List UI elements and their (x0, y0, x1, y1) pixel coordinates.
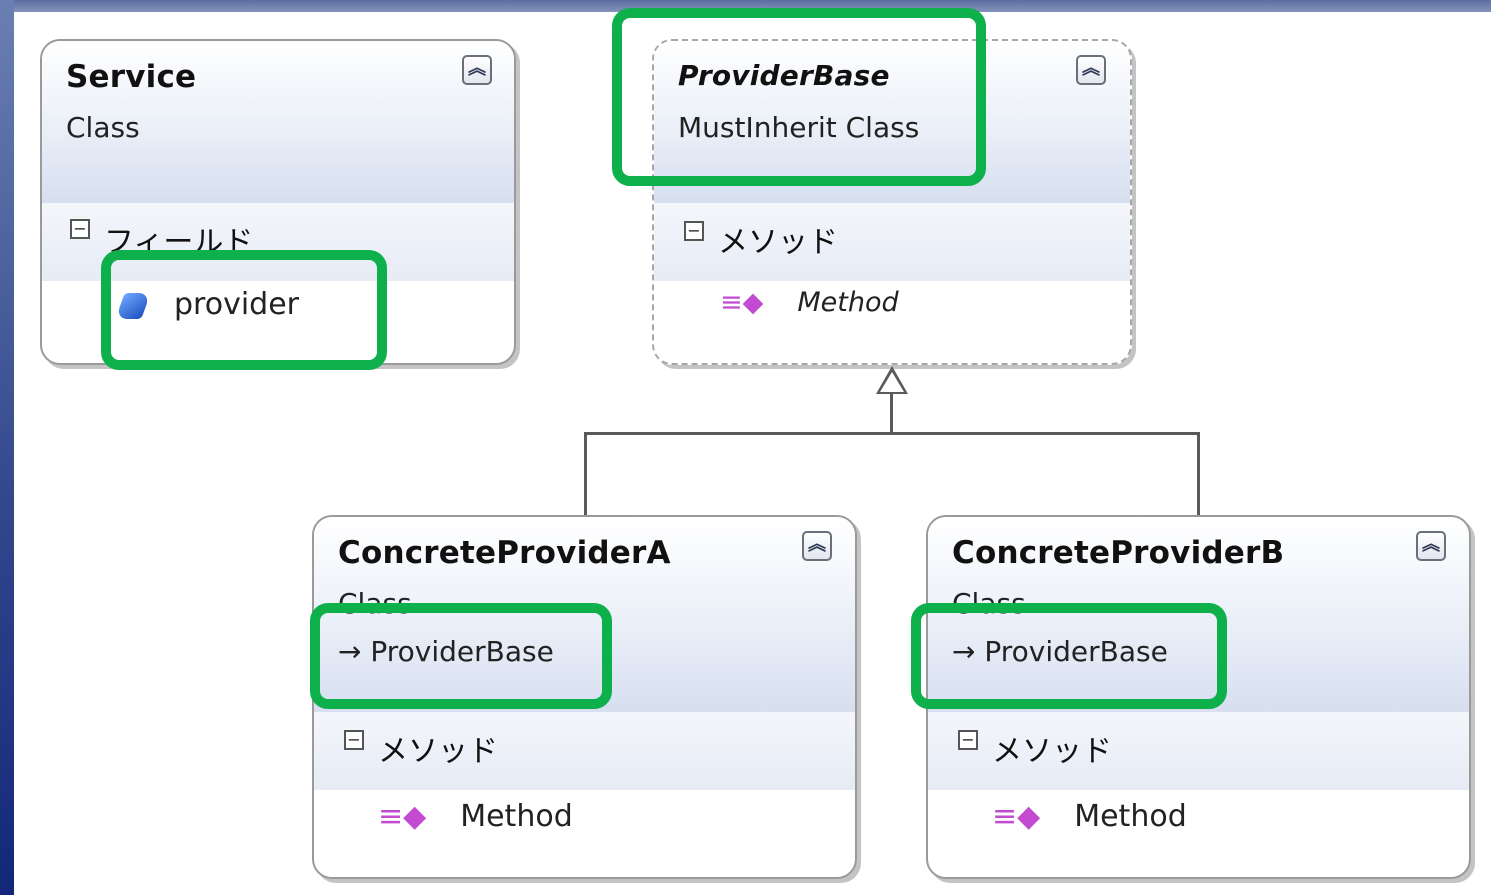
inheritance-stem (890, 394, 893, 434)
method-name: Method (460, 799, 573, 834)
service-header: Service Class ︽ (42, 41, 514, 203)
class-kind: Class (66, 111, 140, 144)
class-name: ProviderBase (678, 59, 890, 92)
inheritance-branch-b (1197, 432, 1200, 518)
minus-box-icon[interactable]: − (70, 219, 90, 239)
method-name: Method (797, 287, 899, 318)
base-class-reference[interactable]: → ProviderBase (338, 635, 554, 668)
method-member[interactable]: ≡◆ Method (720, 287, 899, 318)
inheritance-branch-a (584, 432, 587, 518)
inheritance-arrow-icon: → (952, 635, 976, 668)
methods-section-header[interactable]: − メソッド (654, 203, 1130, 281)
service-class-shape[interactable]: Service Class ︽ − フィールド provider (40, 39, 516, 365)
inheritance-arrow-icon: → (338, 635, 362, 668)
inheritance-bar (584, 432, 1200, 435)
inheritance-arrow-fill (880, 372, 904, 392)
minus-box-icon[interactable]: − (958, 730, 978, 750)
class-diagram-canvas: Service Class ︽ − フィールド provider Provide… (14, 8, 1491, 895)
method-name: Method (1074, 799, 1187, 834)
slide-left-band (0, 0, 14, 895)
concreteprovidera-class-shape[interactable]: ConcreteProviderA Class → ProviderBase ︽… (312, 515, 857, 879)
highlight-concrete-b-base (911, 603, 1227, 709)
field-member[interactable]: provider (115, 287, 299, 322)
method-icon: ≡◆ (378, 799, 427, 834)
section-label: メソッド (378, 734, 498, 769)
highlight-concrete-a-base (310, 603, 612, 709)
minus-box-icon[interactable]: − (344, 730, 364, 750)
class-name: ConcreteProviderB (952, 535, 1285, 571)
collapse-chevron-up-icon[interactable]: ︽ (1076, 55, 1106, 85)
concreteproviderb-class-shape[interactable]: ConcreteProviderB Class → ProviderBase ︽… (926, 515, 1471, 879)
concreteproviderb-header: ConcreteProviderB Class → ProviderBase ︽ (928, 517, 1469, 712)
method-icon: ≡◆ (992, 799, 1041, 834)
section-label: メソッド (992, 734, 1112, 769)
highlight-providerbase-title (612, 8, 986, 186)
method-member[interactable]: ≡◆ Method (378, 799, 573, 834)
collapse-chevron-up-icon[interactable]: ︽ (462, 55, 492, 85)
collapse-chevron-up-icon[interactable]: ︽ (1416, 531, 1446, 561)
collapse-chevron-up-icon[interactable]: ︽ (802, 531, 832, 561)
minus-box-icon[interactable]: − (684, 221, 704, 241)
class-kind: MustInherit Class (678, 111, 920, 144)
field-name: provider (174, 287, 299, 322)
slide-top-band (0, 0, 1491, 12)
highlight-service-provider-field (101, 250, 387, 370)
base-class-reference[interactable]: → ProviderBase (952, 635, 1168, 668)
concreteprovidera-header: ConcreteProviderA Class → ProviderBase ︽ (314, 517, 855, 712)
methods-section-header[interactable]: − メソッド (928, 712, 1469, 790)
class-name: Service (66, 59, 197, 95)
methods-section-header[interactable]: − メソッド (314, 712, 855, 790)
method-member[interactable]: ≡◆ Method (992, 799, 1187, 834)
section-label: メソッド (718, 225, 838, 260)
method-icon: ≡◆ (720, 287, 764, 318)
class-name: ConcreteProviderA (338, 535, 671, 571)
